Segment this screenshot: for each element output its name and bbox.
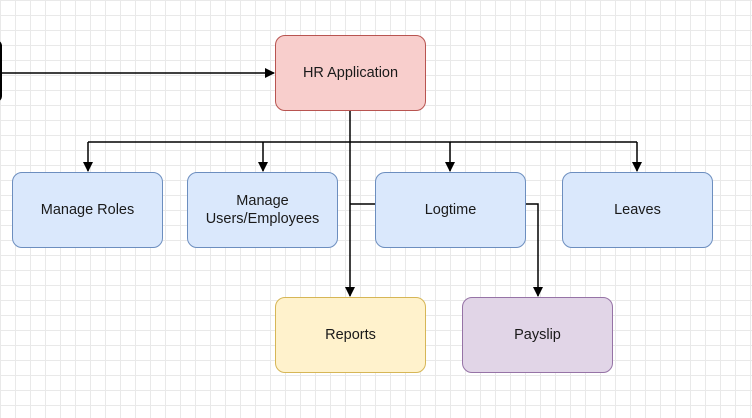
node-manage-users-employees[interactable]: Manage Users/Employees — [187, 172, 338, 248]
node-manage-roles[interactable]: Manage Roles — [12, 172, 163, 248]
node-reports[interactable]: Reports — [275, 297, 426, 373]
node-payslip[interactable]: Payslip — [462, 297, 613, 373]
node-leaves[interactable]: Leaves — [562, 172, 713, 248]
connector-logtime-to-payslip[interactable] — [525, 203, 543, 297]
node-hr-application[interactable]: HR Application — [275, 35, 426, 111]
node-logtime[interactable]: Logtime — [375, 172, 526, 248]
